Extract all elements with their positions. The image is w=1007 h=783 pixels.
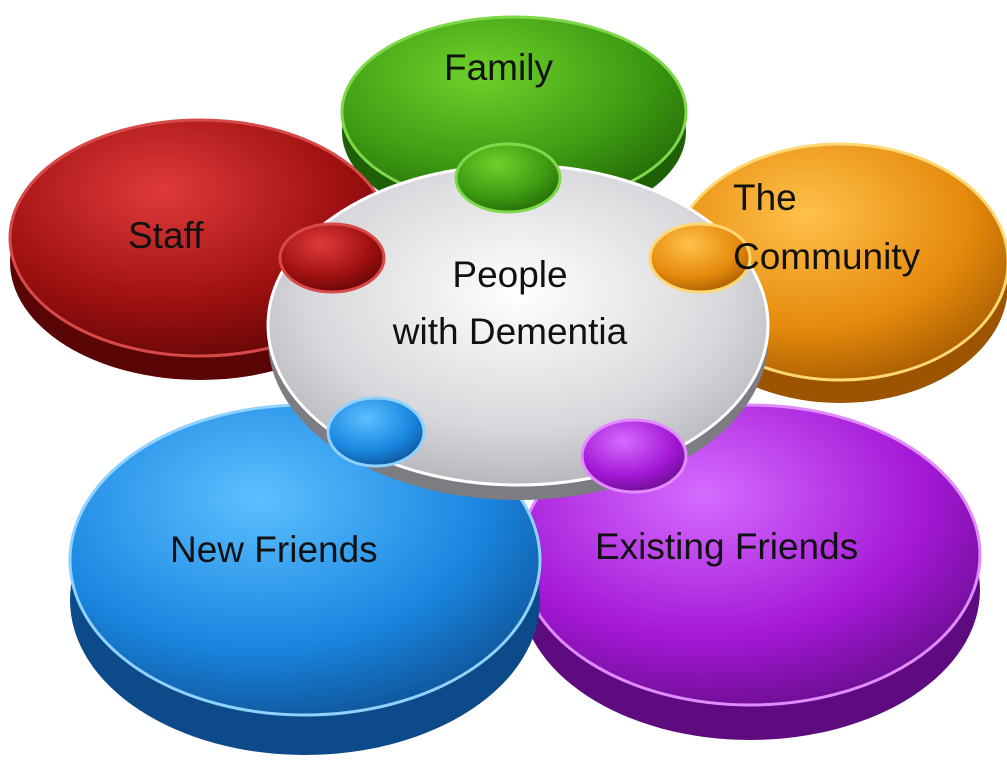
new-friends-knob: [326, 396, 426, 468]
center-label-line1: People: [452, 254, 568, 295]
center-label-line2: with Dementia: [392, 311, 628, 352]
new-friends-label: New Friends: [170, 529, 378, 570]
community-label-line1: The: [733, 177, 797, 218]
existing-friends-label: Existing Friends: [595, 526, 859, 567]
community-knob: [648, 222, 752, 294]
family-knob: [454, 142, 562, 214]
center-piece: [266, 142, 770, 500]
staff-knob: [278, 222, 386, 294]
community-label-line2: Community: [733, 236, 921, 277]
staff-label: Staff: [128, 215, 204, 256]
existing-friends-knob: [580, 418, 688, 494]
family-label: Family: [444, 47, 553, 88]
